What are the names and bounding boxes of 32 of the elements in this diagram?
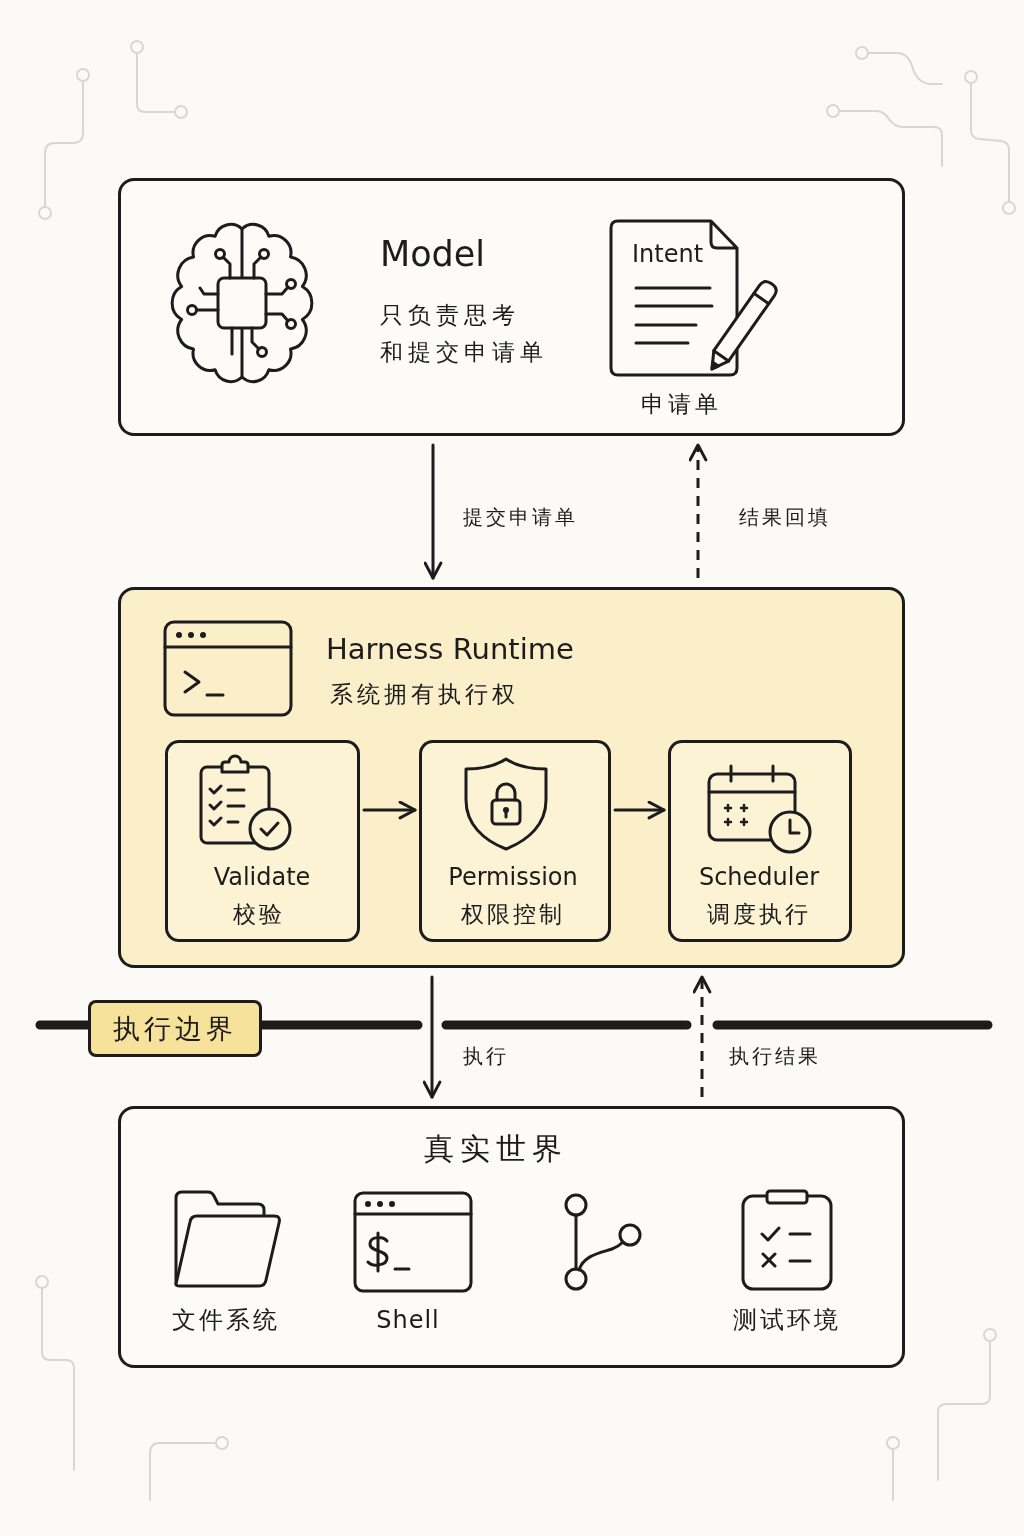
heading: Model	[380, 233, 486, 275]
arrow	[613, 800, 666, 820]
step-subtitle: 调度执行	[707, 901, 811, 929]
step-subtitle: 权限控制	[461, 901, 565, 929]
dashed-arrow	[692, 975, 712, 1097]
step-box	[165, 740, 360, 942]
step-title: Scheduler	[698, 863, 820, 892]
document-label: 申请单	[640, 391, 722, 419]
edge-label: 执行	[463, 1044, 509, 1068]
heading: 真实世界	[424, 1131, 568, 1167]
dashed-arrow	[688, 443, 708, 578]
item-label: Shell	[376, 1306, 440, 1335]
item-label: 文件系统	[172, 1306, 280, 1335]
arrow	[423, 443, 443, 580]
edge-label: 提交申请单	[463, 505, 578, 529]
step-box	[419, 740, 611, 942]
edge-label: 结果回填	[739, 505, 831, 529]
doc-title: Intent	[632, 240, 704, 269]
panel	[118, 178, 905, 436]
arrow	[362, 800, 417, 820]
step-title: Validate	[213, 863, 311, 892]
step-title: Permission	[448, 863, 578, 892]
step-box	[668, 740, 852, 942]
subtitle: 系统拥有执行权	[330, 681, 519, 709]
panel	[118, 1106, 905, 1368]
arrow	[422, 975, 442, 1099]
edge-label: 执行结果	[729, 1044, 821, 1068]
step-subtitle: 校验	[233, 901, 285, 929]
panel	[118, 587, 905, 968]
tag: 执行边界	[88, 1000, 262, 1057]
item-label: 测试环境	[733, 1306, 841, 1335]
heading: Harness Runtime	[326, 632, 574, 667]
